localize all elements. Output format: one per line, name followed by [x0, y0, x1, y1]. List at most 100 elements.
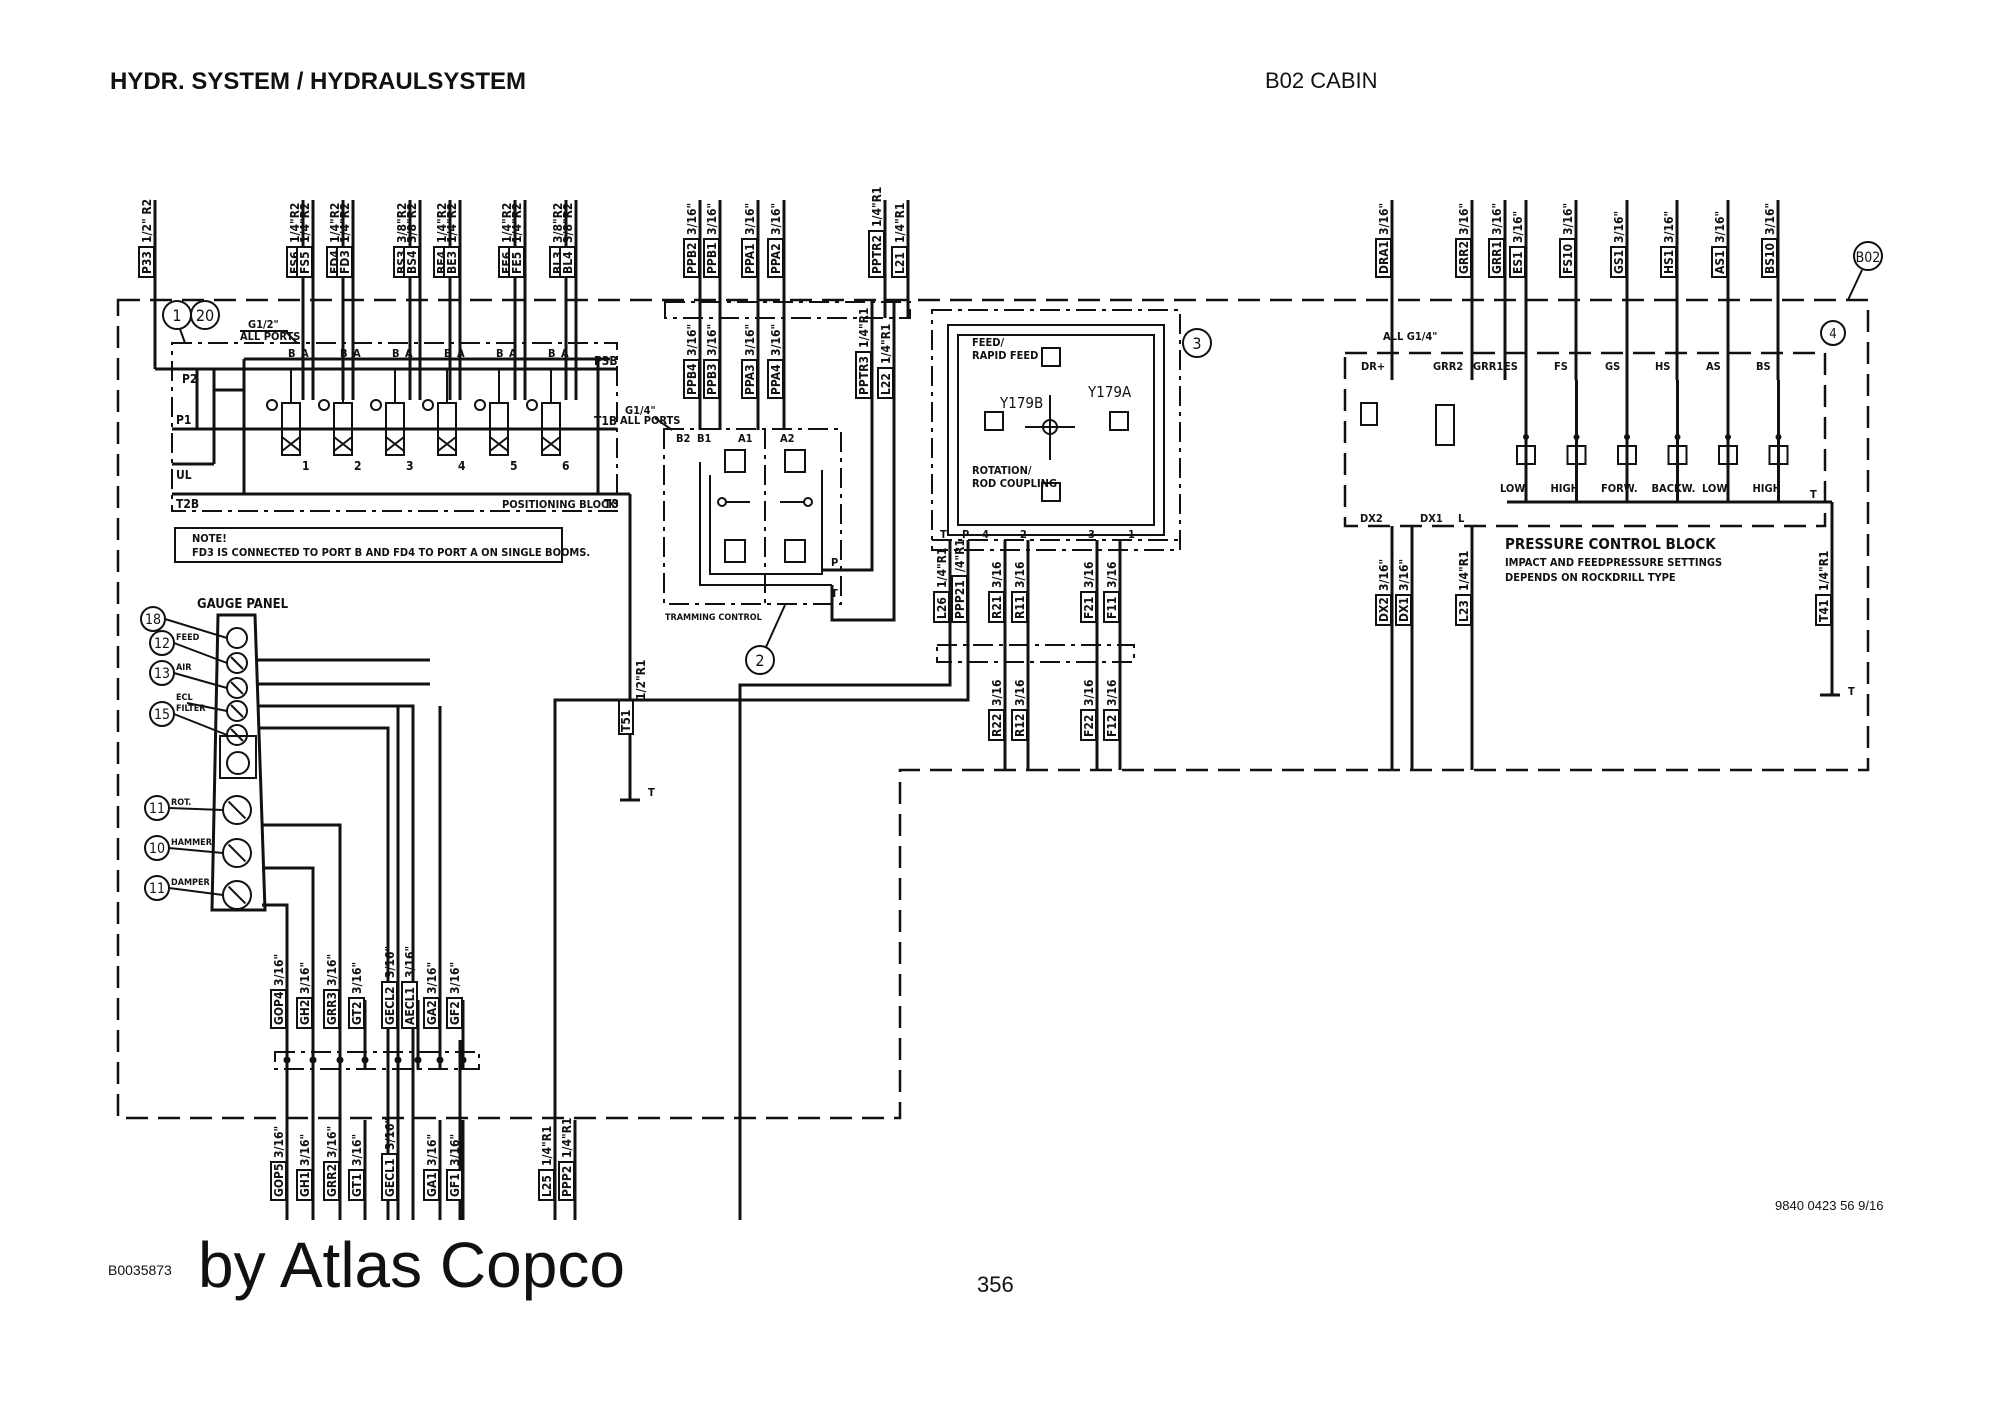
line-size: 3/8"R2	[405, 203, 419, 243]
line-tag-box	[703, 359, 720, 399]
line-tag-box	[558, 1161, 575, 1201]
line-tag-box	[1375, 238, 1392, 278]
internal-loop-outer	[947, 324, 1165, 536]
port-a: A	[353, 347, 361, 360]
note-box	[174, 527, 563, 563]
setting-label: HIGH	[1551, 482, 1579, 495]
line-size: 3/16"	[403, 946, 417, 978]
line-tag: PPTR3	[857, 356, 871, 395]
callout-leader	[186, 702, 228, 712]
pilot-valve	[724, 539, 746, 563]
port-a: A	[301, 347, 309, 360]
line-tag: GH2	[298, 1000, 312, 1025]
gauge-label: DAMPER	[171, 878, 211, 888]
port-t: T	[940, 528, 947, 541]
figure-id: B0035873	[108, 1262, 172, 1278]
valve-number: 4	[458, 459, 466, 473]
pcb-port-bs: BS	[1756, 360, 1771, 373]
line-tag-box	[323, 989, 340, 1029]
gauge-pipe	[258, 726, 390, 1220]
port-ul: UL	[176, 468, 192, 482]
line-tag-box	[868, 230, 885, 278]
pressure-block-boundary	[1343, 351, 1827, 528]
label-rod-coupling: ROD COUPLING	[972, 477, 1057, 490]
line-tag-box	[1011, 591, 1028, 623]
pressure-block-desc-2: DEPENDS ON ROCKDRILL TYPE	[1505, 571, 1676, 584]
line-tag-box	[423, 997, 440, 1029]
line-size: 3/16	[1082, 562, 1096, 588]
line-tag: DX1	[1397, 597, 1411, 622]
line-tag-box	[1509, 246, 1526, 278]
valve-number: 3	[406, 459, 414, 473]
brand-watermark: by Atlas Copco	[198, 1229, 625, 1301]
label-rotation: ROTATION/	[972, 464, 1032, 477]
line-size: 1/4"R1	[870, 187, 884, 227]
line-tag-box	[296, 1169, 313, 1201]
line-tag: R21	[990, 596, 1004, 619]
line-tag-box	[296, 997, 313, 1029]
port-p3b: P3B	[594, 354, 618, 368]
line-tag: GA1	[425, 1172, 439, 1197]
junction-dot	[1523, 434, 1529, 440]
line-tag: DX2	[1377, 597, 1391, 622]
l25-route	[738, 662, 952, 1220]
line-tag-box	[741, 359, 758, 399]
line-tag: FD3	[338, 250, 352, 274]
gauge-needle	[230, 728, 244, 742]
cabin-marker-leader	[1847, 269, 1863, 301]
line-tag: BS4	[405, 250, 419, 274]
junction-dot	[1775, 434, 1782, 440]
callout-leader	[168, 807, 224, 811]
line-tag-box	[381, 981, 398, 1029]
junction-dot	[1624, 434, 1630, 440]
line-size: 1/4"R2	[338, 203, 352, 243]
port-note-all-ports: ALL PORTS	[240, 330, 300, 343]
line-tag-box	[401, 981, 418, 1029]
line-tag: L22	[879, 373, 893, 395]
cross-flow	[281, 436, 301, 452]
line-tag-box	[933, 591, 950, 623]
junction-dot	[1674, 434, 1681, 440]
document-reference: 9840 0423 56 9/16	[1775, 1198, 1884, 1213]
line-size: 1/4"R2	[288, 203, 302, 243]
callout-ref: 11	[149, 881, 165, 897]
line-size: 3/16"	[448, 962, 462, 994]
line-tag-box	[443, 246, 460, 278]
cross-flow	[489, 436, 509, 452]
note-leader	[654, 417, 673, 431]
pressure-block-desc-1: IMPACT AND FEEDPRESSURE SETTINGS	[1505, 556, 1722, 569]
t51-tank-line: T51 1/2"R1 T	[618, 660, 655, 802]
port-b: B	[392, 347, 400, 360]
line-size: 3/16"	[1397, 559, 1411, 591]
callout-ref: 12	[154, 636, 170, 652]
gauge-pipe	[258, 704, 415, 1220]
junction-dot	[336, 1056, 344, 1064]
line-tag-box	[1011, 709, 1028, 741]
setting-label: FORW.	[1601, 482, 1638, 495]
junction-dot	[309, 1056, 317, 1064]
gauge-window	[219, 735, 257, 779]
ref-label-1: 1	[172, 306, 181, 325]
line-tag: PPB1	[705, 242, 719, 274]
ref-bubble-4	[1820, 320, 1846, 346]
line-size: 3/16"	[272, 1126, 286, 1158]
line-size: 3/16"	[769, 203, 783, 235]
line-tag-box	[767, 238, 784, 278]
line-tag-box	[988, 591, 1005, 623]
